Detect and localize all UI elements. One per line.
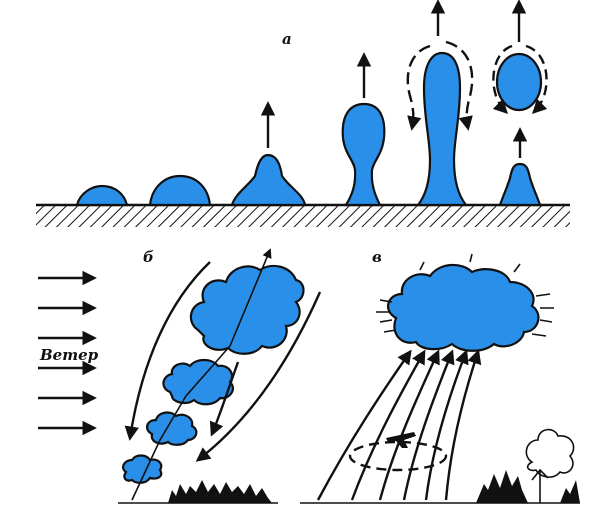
bubble-vortex-left — [492, 44, 513, 115]
arrow-icon — [402, 349, 455, 501]
thermal-stage-3 — [230, 153, 307, 207]
flow-arrow-inner — [209, 361, 240, 437]
circling-path — [348, 440, 448, 472]
flow-arrow-left — [124, 261, 211, 441]
panel-v: в — [300, 248, 580, 504]
arrow-icon — [316, 349, 412, 501]
flow-arrow-right — [195, 291, 322, 462]
cloud-shading — [376, 253, 554, 337]
updraft-arrows — [316, 349, 482, 501]
cumulus-cloud — [386, 263, 540, 352]
wind-label: Ветер — [39, 346, 99, 364]
cloud-smallest — [122, 454, 163, 484]
thermal-stage-4 — [341, 102, 386, 207]
bubble-vortex-right — [525, 44, 548, 115]
thermal-axis-arrow — [131, 248, 272, 501]
tree-icon — [168, 480, 272, 503]
arrow-icon — [444, 349, 482, 501]
panel-a-ground — [36, 203, 570, 227]
panel-v-label: в — [372, 248, 382, 266]
wind-arrows — [38, 270, 97, 436]
arrow-icon — [350, 349, 426, 501]
thermal-stage-2 — [148, 174, 212, 207]
vortex-arrow-right — [445, 40, 474, 131]
tree-icon — [476, 428, 580, 503]
cloud-small — [146, 411, 198, 446]
panel-b-label: б — [143, 248, 154, 266]
panel-b: б Ветер — [38, 248, 322, 504]
thermal-stage-6-base — [498, 162, 542, 207]
arrow-icon — [424, 349, 469, 501]
thermal-stage-5 — [415, 51, 469, 207]
panel-a-label: а — [282, 30, 292, 48]
vortex-arrow-left — [406, 44, 431, 131]
panel-a: а — [36, 0, 570, 227]
arrow-icon — [378, 349, 440, 501]
cloud-large — [189, 264, 305, 355]
thermal-stage-1 — [75, 184, 129, 207]
thermal-bubble — [495, 52, 543, 112]
aircraft-icon — [386, 432, 416, 448]
